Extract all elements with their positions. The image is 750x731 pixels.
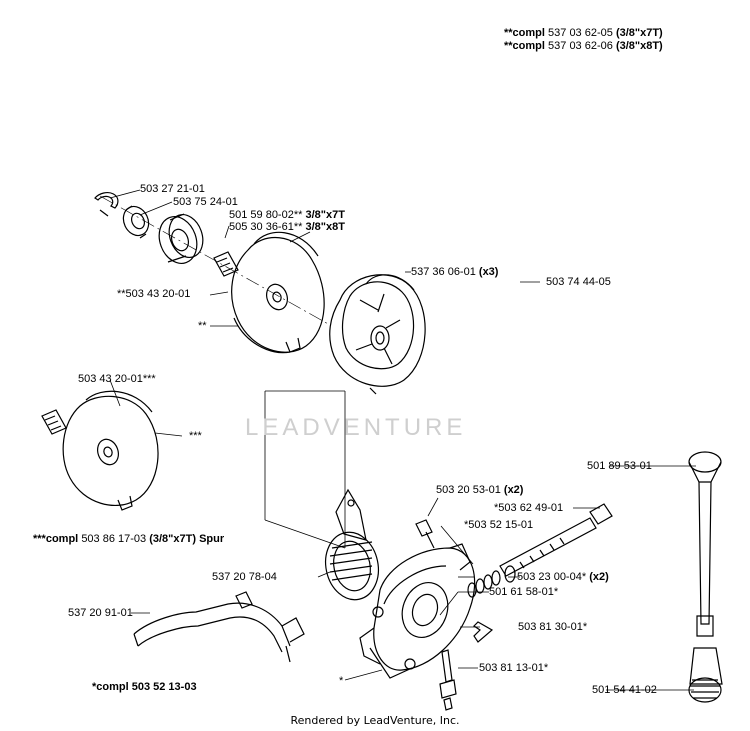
kit-label-7t: **compl 537 03 62-05 (3/8"x7T) (504, 27, 663, 40)
part-label[interactable]: 503 75 24-01 (173, 196, 238, 208)
part-label[interactable]: 503 81 30-01* (518, 621, 588, 633)
part-label-pump-kit[interactable]: *compl 503 52 13-03 (92, 681, 197, 693)
part-label[interactable]: 503 81 13-01* (479, 662, 549, 674)
part-label[interactable]: 501 61 58-01* (489, 586, 559, 598)
chevron-mark (473, 621, 494, 643)
part-number: 537 36 06-01 (411, 266, 476, 278)
guide-bar-pin (688, 451, 723, 703)
part-spec: 3/8"x8T (305, 221, 345, 233)
part-label[interactable]: 537 20 91-01 (68, 607, 133, 619)
part-qty: (x3) (478, 266, 499, 278)
kit-prefix: **compl (504, 27, 545, 39)
part-label-washer[interactable]: 503 23 00-04* (x2) (517, 571, 609, 584)
part-label[interactable]: **503 43 20-01 (117, 288, 191, 300)
part-spec: 3/8"x7T (305, 209, 345, 221)
part-label[interactable]: 503 74 44-05 (546, 276, 611, 288)
oil-pump-housing (359, 543, 476, 679)
clutch-assembly (329, 274, 426, 395)
kit-spec: (3/8"x7T) (615, 27, 663, 39)
clutch-drum-top (231, 231, 325, 354)
pump-screw (415, 519, 435, 549)
clutch-drum-spur (62, 390, 159, 511)
part-number: 501 59 80-02** (229, 209, 303, 221)
part-label[interactable]: 501 89 53-01 (587, 460, 652, 472)
part-label[interactable]: 503 27 21-01 (140, 183, 205, 195)
part-number: 503 23 00-04* (517, 571, 587, 583)
part-label-clutch-spring[interactable]: 537 36 06-01 (x3) (411, 266, 498, 279)
part-label-spur-kit[interactable]: ***compl 503 86 17-03 (3/8"x7T) Spur (33, 533, 224, 546)
pump-spring (467, 565, 516, 598)
needle-bearing-top (213, 251, 239, 277)
part-spec: (3/8"x7T) Spur (149, 533, 225, 545)
part-label[interactable]: 501 54 41-02 (592, 684, 657, 696)
part-label[interactable]: 537 20 78-04 (212, 571, 277, 583)
pump-rod (499, 503, 613, 577)
kit-number: 537 03 62-06 (548, 40, 613, 52)
washer (122, 205, 150, 239)
part-number: 503 86 17-03 (81, 533, 147, 545)
leader-lines (109, 189, 696, 691)
part-label[interactable]: *503 62 49-01 (494, 502, 564, 514)
part-label[interactable]: ** (198, 320, 207, 332)
adjusting-screw (439, 649, 457, 711)
worm-gear (325, 488, 379, 601)
part-qty: (x2) (589, 571, 609, 583)
kit-prefix: **compl (504, 40, 545, 52)
needle-bearing-left (41, 409, 67, 435)
part-label-sprocket-7t[interactable]: 501 59 80-02** 3/8"x7T (229, 209, 345, 222)
part-label[interactable]: 503 43 20-01*** (78, 373, 156, 385)
watermark: LEADVENTURE (245, 414, 467, 441)
part-number: 503 20 53-01 (436, 484, 501, 496)
oil-hose (133, 591, 305, 663)
part-label-screw[interactable]: 503 20 53-01 (x2) (436, 484, 523, 497)
kit-spec: (3/8"x8T) (615, 40, 663, 52)
part-label[interactable]: * (339, 675, 344, 687)
kit-number: 537 03 62-05 (548, 27, 613, 39)
rim-sprocket (158, 213, 204, 264)
part-label[interactable]: *503 52 15-01 (464, 519, 534, 531)
part-qty: (x2) (503, 484, 524, 496)
kit-prefix: ***compl (33, 533, 79, 545)
part-label-sprocket-8t[interactable]: 505 30 36-61** 3/8"x8T (229, 221, 345, 234)
part-label[interactable]: *** (189, 430, 202, 442)
kit-label-8t: **compl 537 03 62-06 (3/8"x8T) (504, 40, 663, 53)
part-number: 505 30 36-61** (229, 221, 303, 233)
retaining-clip (94, 192, 119, 217)
footer-credit: Rendered by LeadVenture, Inc. (290, 714, 460, 727)
